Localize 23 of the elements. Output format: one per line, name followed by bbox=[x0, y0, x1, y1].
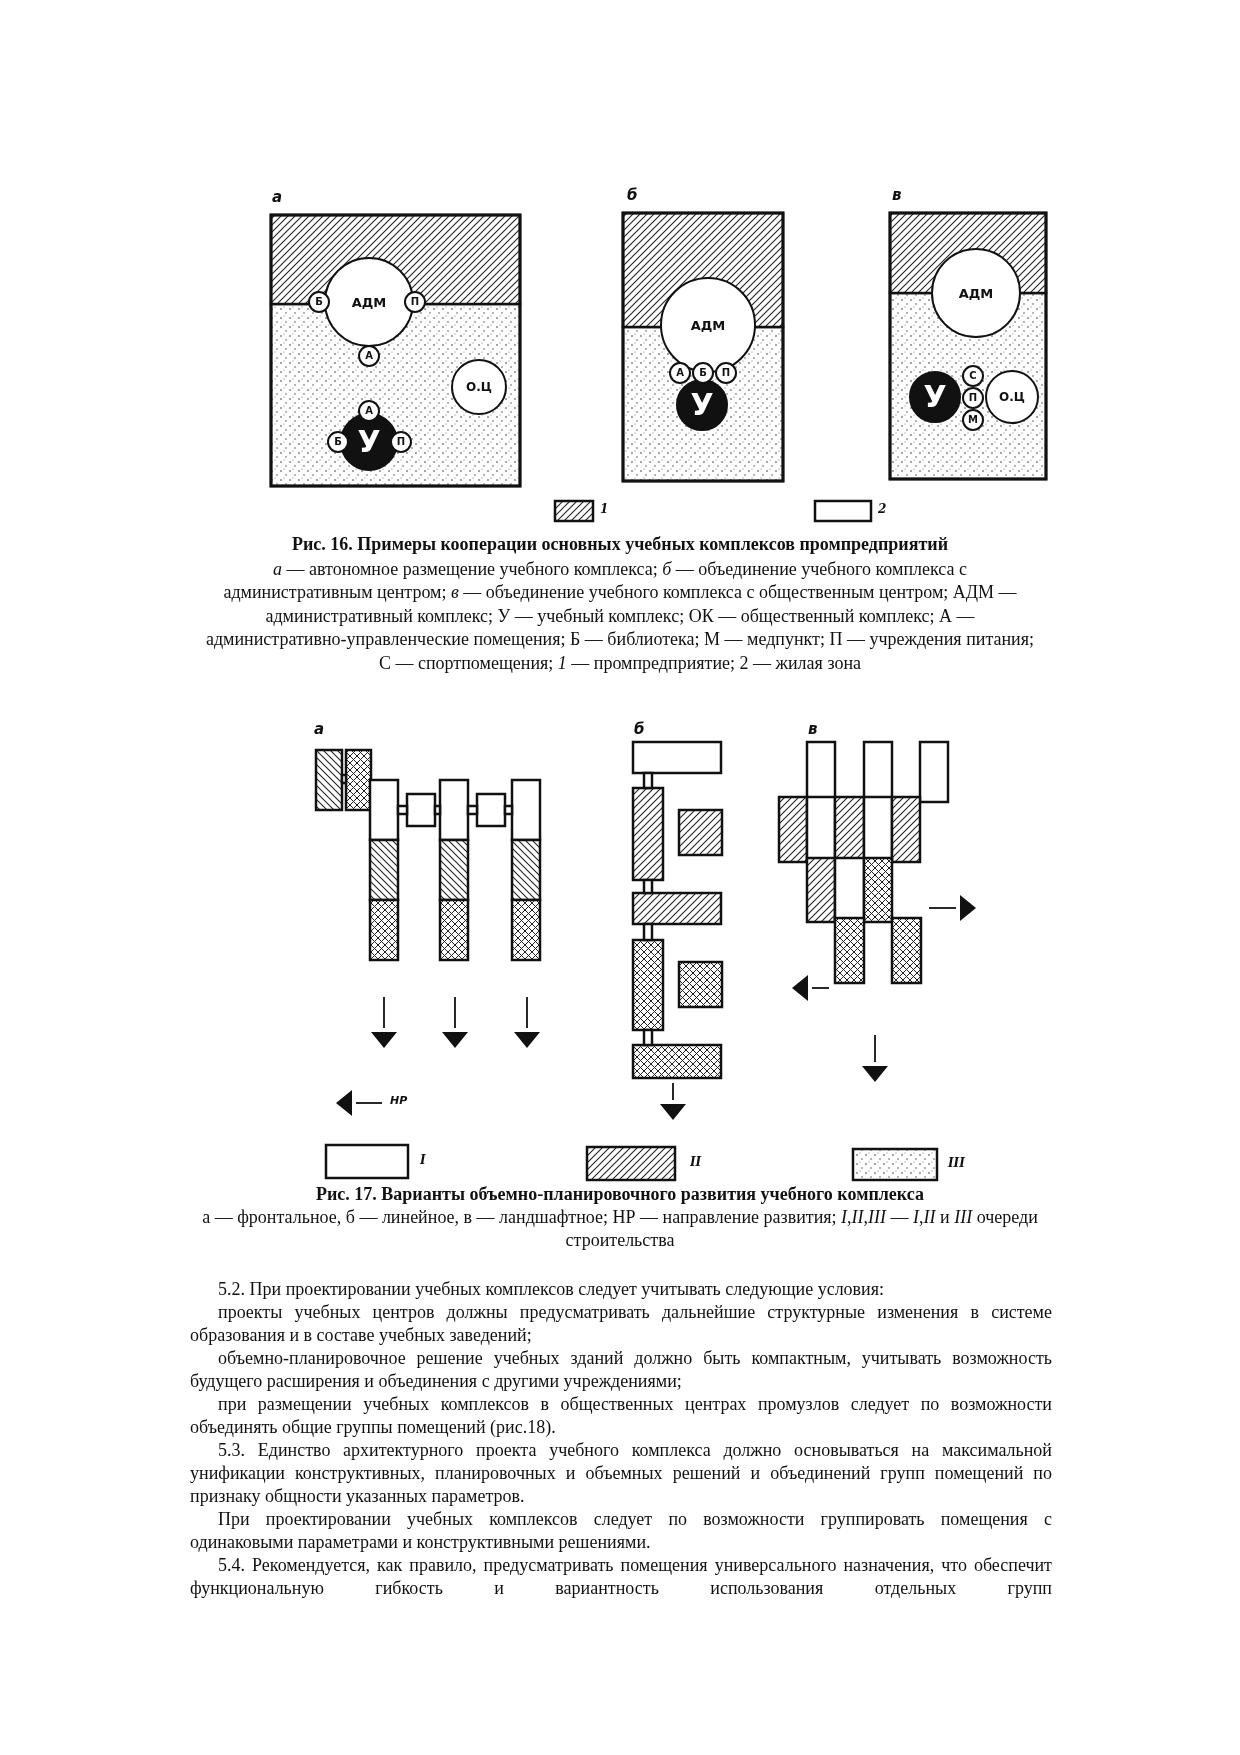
paragraph: при размещении учебных комплексов в общественных центрах промузлов следует по возможности объединять общие группы помещений (рис.18). bbox=[190, 1393, 1052, 1440]
paragraph: При проектировании учебных комплексов следует по возможности группировать помещения с одинаковыми параметрами и конструктивными решениями. bbox=[190, 1508, 1052, 1555]
figure-caption: а — автономное размещение учебного комплекса; б — объединение учебного комплекса с административным центром; в — объединение учебного комплекса с общественным центром; АДМ — административный комплекс; У — учебный комплекс; ОК — общественный комплекс; А — административно-управленческие помещения; Б — библиотека; М — медпункт; П — учреждения питания; С — спортпомещения; 1 — промпредприятие; 2 — жилая зона bbox=[204, 558, 1036, 675]
panel-letter: б bbox=[634, 720, 645, 738]
panel-letter: б bbox=[627, 186, 638, 204]
paragraph: проекты учебных центров должны предусматривать дальнейшие структурные изменения в системе образования и в составе учебных заведений; bbox=[190, 1301, 1052, 1348]
legend-label: 2 bbox=[878, 502, 887, 516]
legend-label: III bbox=[948, 1155, 965, 1170]
legend-label: I bbox=[420, 1152, 426, 1167]
paragraph: 5.4. Рекомендуется, как правило, предусматривать помещения универсального назначения, что обеспечит функциональную гибкость и вариантность использования отдельных групп bbox=[190, 1554, 1052, 1601]
figure-caption-title: Рис. 17. Варианты объемно-планировочного развития учебного комплекса bbox=[315, 1183, 925, 1206]
panel-letter: а bbox=[272, 188, 283, 206]
paragraph: 5.3. Единство архитектурного проекта учебного комплекса должно основываться на максимальной унификации конструктивных, планировочных и объемных решений и объединений групп помещений по признаку общности указанных параметров. bbox=[190, 1439, 1052, 1509]
arrow-label: НР bbox=[390, 1094, 408, 1107]
panel-letter: в bbox=[892, 186, 902, 204]
panel-letter: в bbox=[808, 720, 818, 738]
figure-caption: а — фронтальное, б — линейное, в — ландшафтное; НР — направление развития; I,II,III — I,II и III очереди строительства bbox=[201, 1206, 1039, 1253]
paragraph: 5.2. При проектировании учебных комплексов следует учитывать следующие условия: bbox=[217, 1278, 886, 1301]
legend-label: 1 bbox=[600, 502, 609, 516]
paragraph: объемно-планировочное решение учебных зданий должно быть компактным, учитывать возможность будущего расширения и объединения с другими учреждениями; bbox=[190, 1347, 1052, 1394]
legend-label: II bbox=[690, 1154, 702, 1169]
figure-caption-title: Рис. 16. Примеры кооперации основных учебных комплексов промпредприятий bbox=[290, 533, 950, 556]
panel-letter: а bbox=[314, 720, 325, 738]
